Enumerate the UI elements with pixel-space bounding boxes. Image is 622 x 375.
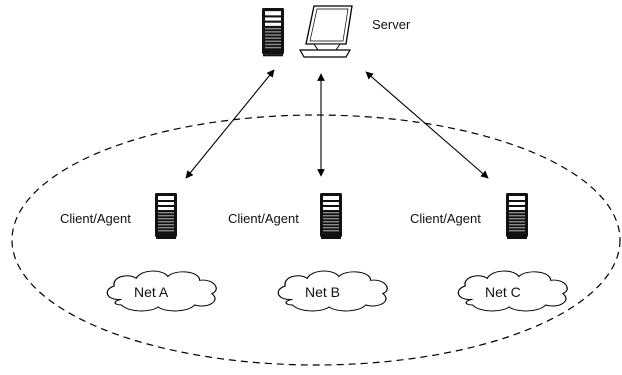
network-boundary [11, 114, 621, 366]
net-a-label: Net A [134, 284, 169, 300]
net-b-label: Net B [305, 284, 341, 300]
client-a-tower-icon [155, 193, 177, 239]
client-c-tower-icon [506, 193, 528, 239]
client-c-label: Client/Agent [410, 211, 481, 226]
client-b-label: Client/Agent [228, 211, 299, 226]
server-tower-icon [262, 8, 284, 57]
monitor-icon [298, 5, 353, 58]
client-a-label: Client/Agent [60, 211, 131, 226]
client-b-tower-icon [320, 193, 342, 239]
server-label: Server [372, 17, 411, 32]
link-server-client-c [365, 71, 489, 179]
net-c-label: Net C [485, 284, 521, 300]
link-server-client-a [185, 69, 275, 179]
